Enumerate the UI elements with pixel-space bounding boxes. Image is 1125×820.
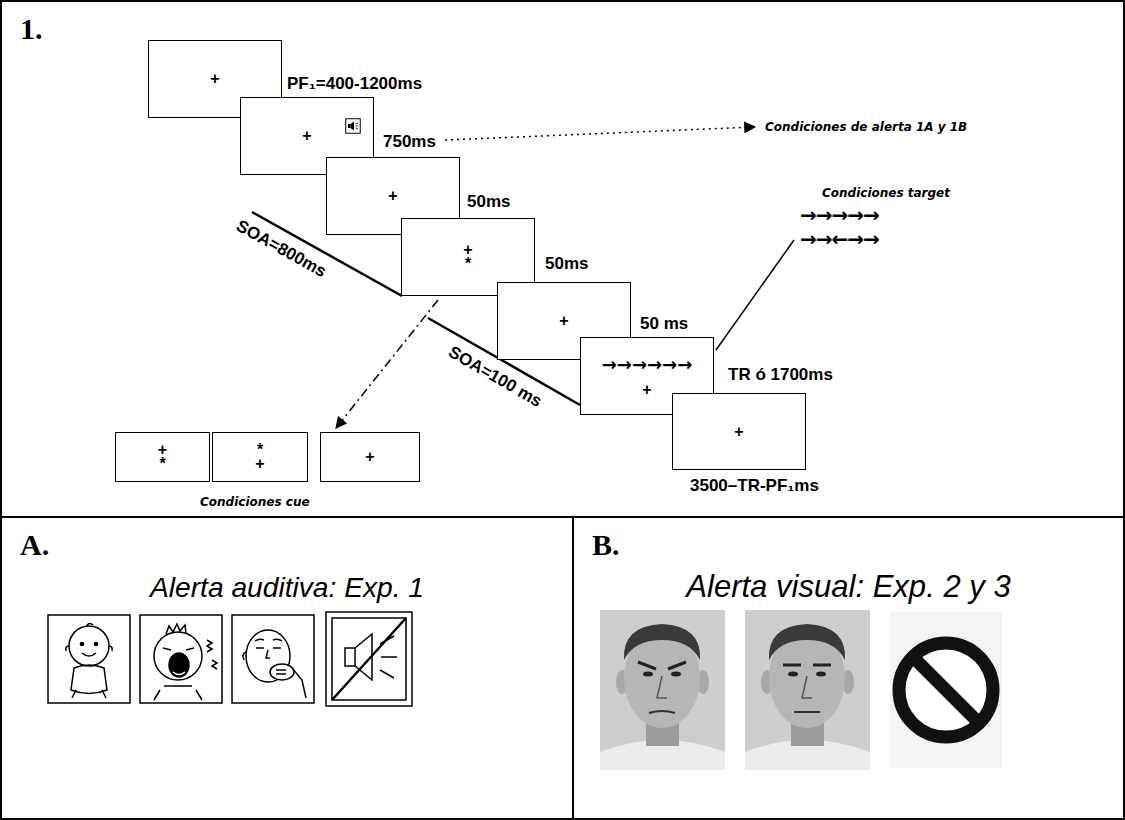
timing-label: 3500–TR-PF₁ms <box>690 476 819 496</box>
yawning-man-icon <box>232 615 314 703</box>
fixation-cross: + <box>210 72 219 86</box>
no-sound-icon <box>326 612 412 706</box>
timing-label: PF₁=400-1200ms <box>287 74 422 94</box>
fixation-cross: + <box>255 457 264 471</box>
cue-screen: +* <box>115 432 210 482</box>
soa-label: SOA=800ms <box>233 216 330 282</box>
target-pointer <box>716 240 794 350</box>
panel-title: Alerta auditiva: Exp. 1 <box>2 570 572 604</box>
fixation-cross: + <box>388 189 397 203</box>
condition-note: Condiciones de alerta 1A y 1B <box>765 120 967 135</box>
screen-frame: + <box>672 393 806 470</box>
cue-screen: *+ <box>212 432 308 482</box>
timing-label: 50 ms <box>640 314 688 334</box>
angry-face-photo <box>600 610 725 770</box>
timing-label: 750ms <box>383 132 436 152</box>
condition-note: Condiciones cue <box>200 495 310 510</box>
cue-screen: + <box>320 432 420 482</box>
arrow-row: →→→→→ <box>800 204 879 226</box>
dashdot-pointer <box>336 300 438 428</box>
neutral-face-photo <box>745 610 870 770</box>
timing-label: 50ms <box>545 254 588 274</box>
panel-frame: A. Alerta auditiva: Exp. 1 <box>0 516 574 820</box>
dotted-pointer <box>445 127 755 140</box>
prohibition-sign <box>890 612 1002 768</box>
fixation-cross: + <box>559 314 568 328</box>
arrow-row: →→→→→→ <box>602 355 693 375</box>
panel-number: B. <box>592 528 620 562</box>
fixation-cross: + <box>158 443 167 457</box>
crying-child-icon <box>140 615 222 703</box>
cue-asterisk: * <box>159 457 165 471</box>
fixation-cross: + <box>302 129 311 143</box>
arrow-row: →→←→→ <box>800 228 879 250</box>
fixation-cross: + <box>642 383 651 397</box>
cue-asterisk: * <box>257 443 263 457</box>
panel-title: Alerta visual: Exp. 2 y 3 <box>574 570 1123 604</box>
fixation-cross: + <box>365 450 374 464</box>
panel-number: 1. <box>20 12 43 46</box>
timing-label: 50ms <box>467 192 510 212</box>
cue-asterisk: * <box>465 257 471 271</box>
baby-icon <box>48 615 130 703</box>
panel-number: A. <box>20 528 49 562</box>
timing-label: TR ó 1700ms <box>728 365 833 385</box>
panel-frame: B. Alerta visual: Exp. 2 y 3 <box>572 516 1125 820</box>
fixation-cross: + <box>463 243 472 257</box>
speaker-icon <box>345 118 361 134</box>
fixation-cross: + <box>734 425 743 439</box>
condition-note: Condiciones target <box>822 186 950 201</box>
